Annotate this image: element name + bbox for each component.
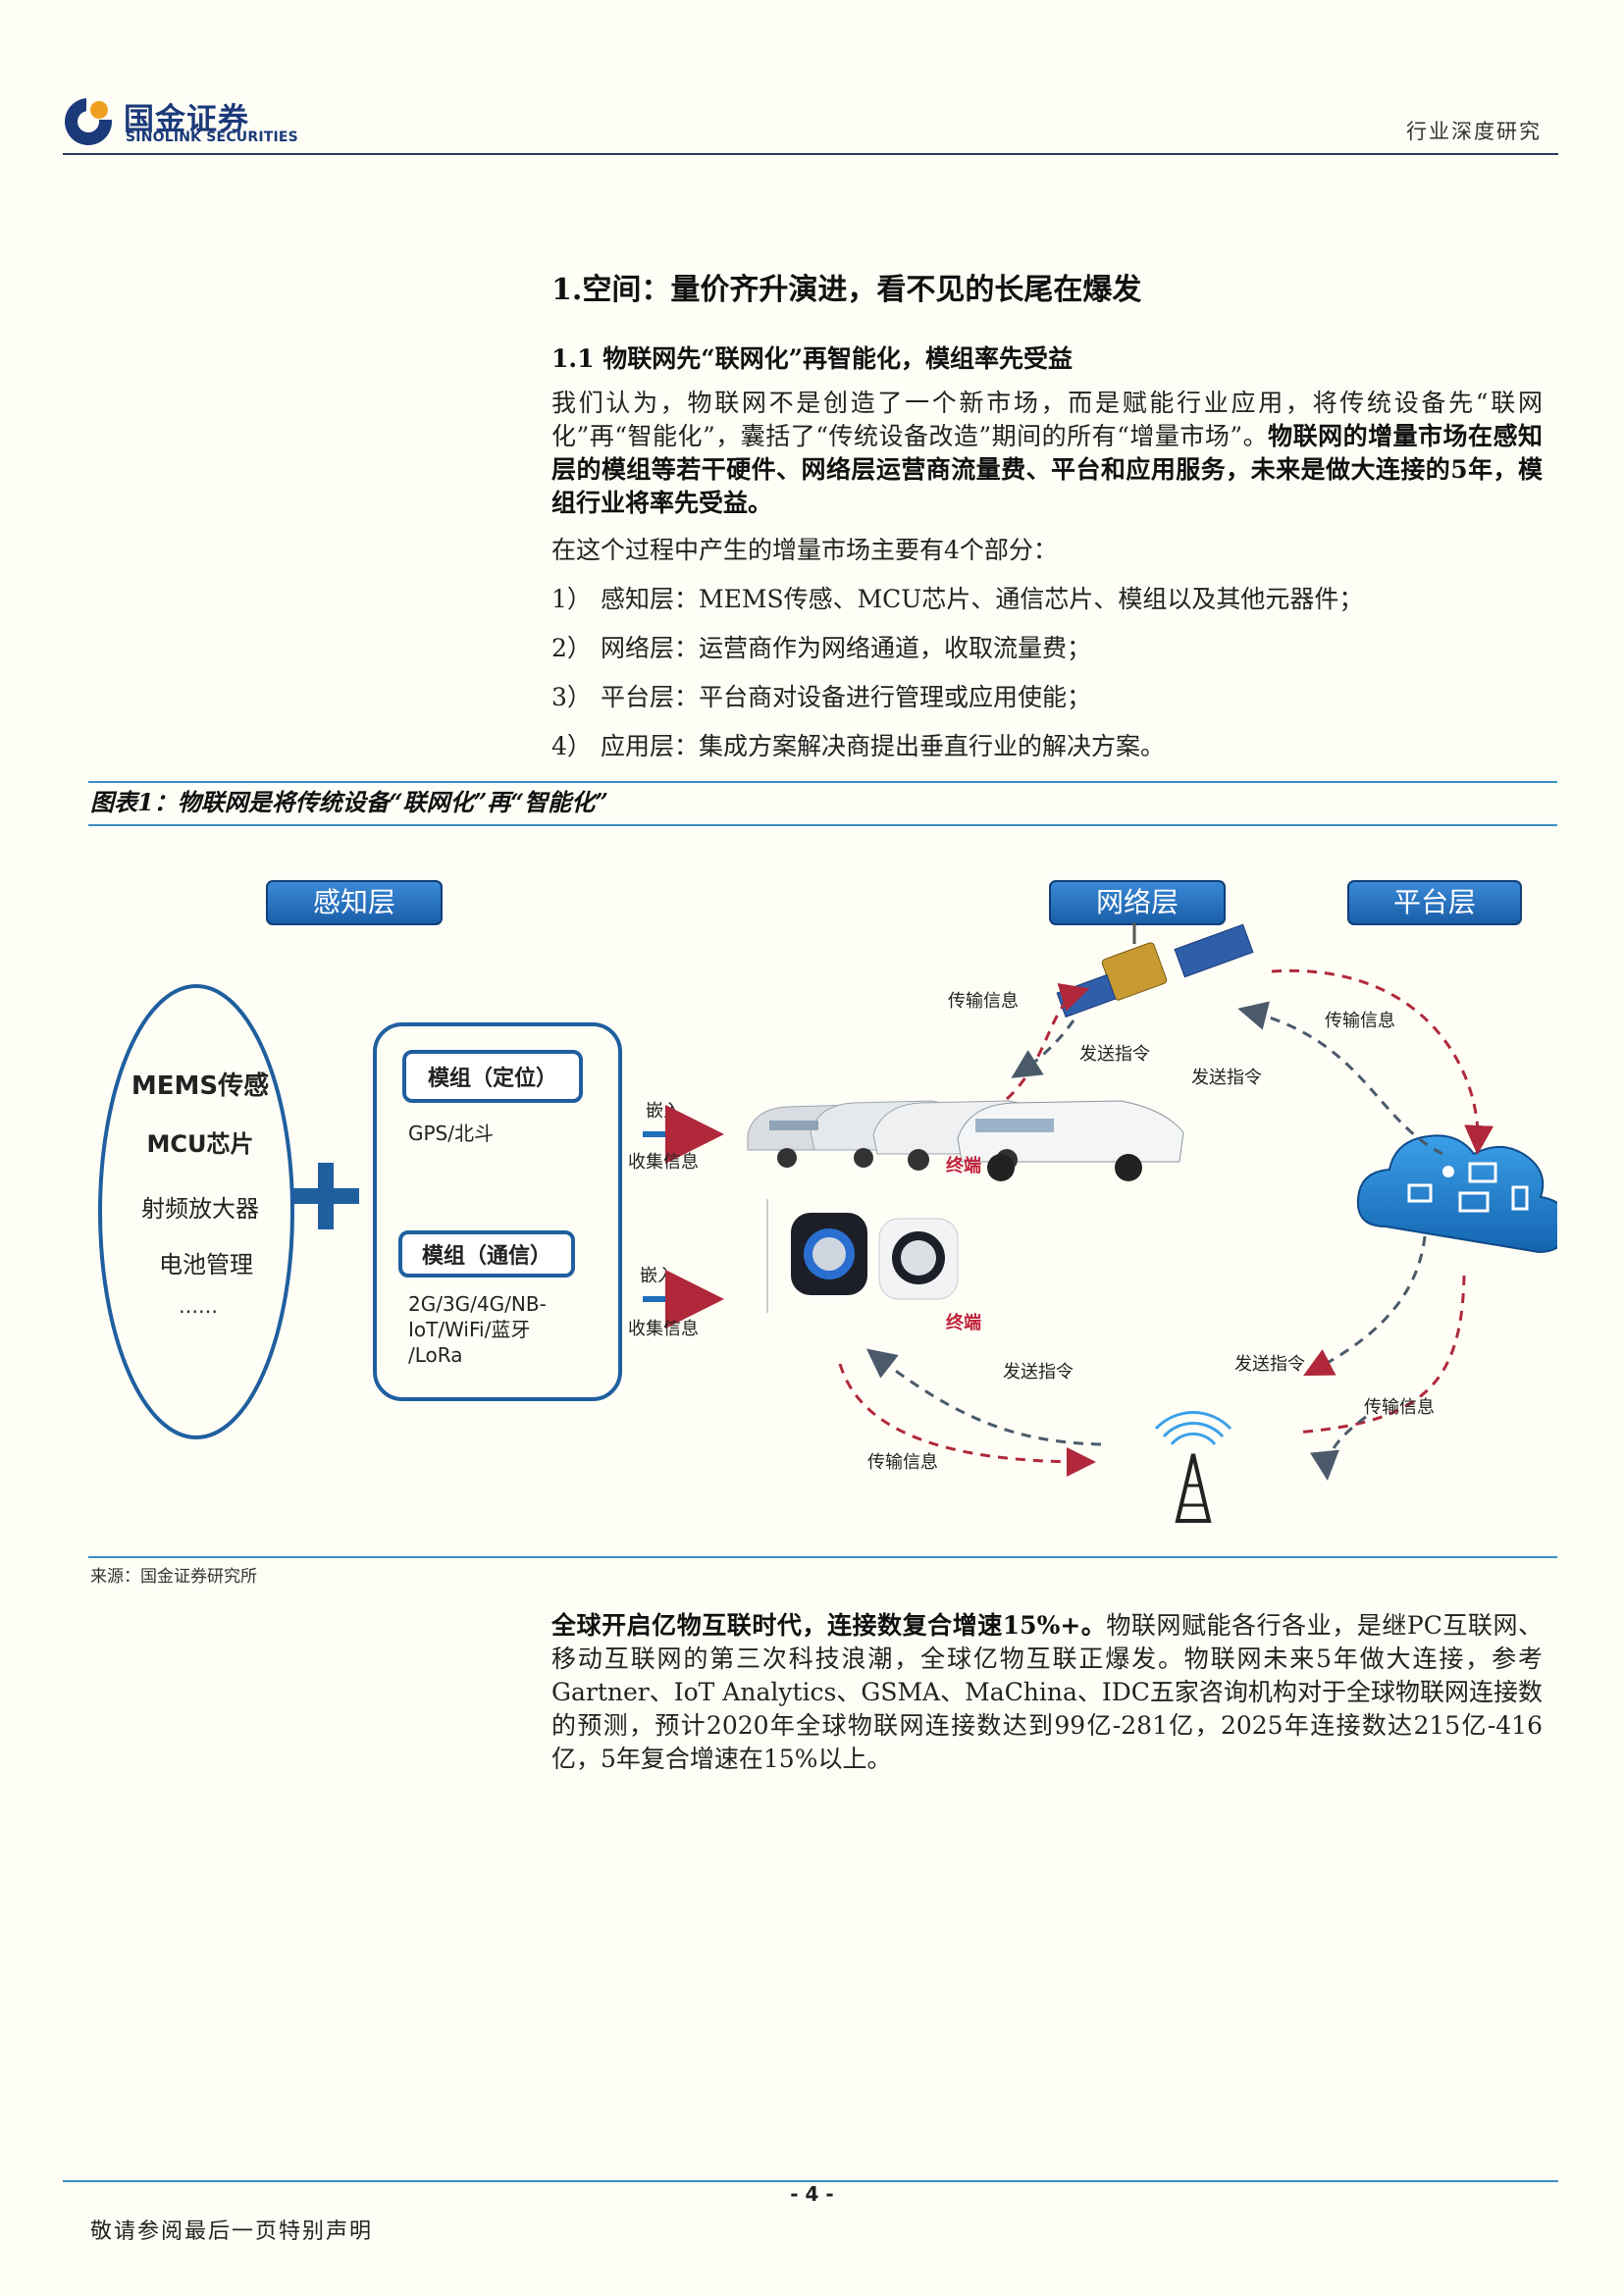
intro-paragraph: 我们认为，物联网不是创造了一个新市场，而是赋能行业应用，将传统设备先“联网化”再… bbox=[551, 387, 1543, 520]
command-arrow-icon bbox=[865, 1348, 1102, 1446]
cloud-platform-icon bbox=[1356, 1134, 1557, 1254]
figure-bottom-rule bbox=[88, 1556, 1557, 1558]
list-intro: 在这个过程中产生的增量市场主要有4个部分： bbox=[551, 536, 1058, 564]
speakers-terminal-icon bbox=[766, 1199, 959, 1313]
terminal-label: 终端 bbox=[946, 1312, 981, 1333]
report-type: 行业深度研究 bbox=[1406, 120, 1542, 143]
module-comm-box: 模组（通信） bbox=[398, 1230, 575, 1278]
subsection-heading: 1.1 物联网先“联网化”再智能化，模组率先受益 bbox=[551, 344, 1073, 373]
collect-label: 收集信息 bbox=[628, 1319, 699, 1339]
section-heading: 1.空间：量价齐升演进，看不见的长尾在爆发 bbox=[551, 273, 1142, 307]
command-arrow-icon bbox=[1237, 1001, 1443, 1156]
logo-chinese: 国金证券 bbox=[124, 102, 249, 137]
component-rf-amplifier: 射频放大器 bbox=[141, 1195, 259, 1223]
cell-tower-icon bbox=[1154, 1411, 1232, 1523]
transmit-label: 传输信息 bbox=[1325, 1011, 1395, 1031]
transmit-arrow-icon bbox=[1294, 1275, 1466, 1435]
embed-label: 嵌入 bbox=[640, 1266, 675, 1286]
transmit-arrow-icon bbox=[1271, 968, 1494, 1155]
cars-terminal-icon bbox=[747, 1100, 1184, 1181]
iot-diagram: 感知层 网络层 平台层 MEMS传感 MCU芯片 射频放大器 电池管理 …… 模… bbox=[98, 880, 1557, 1523]
transmit-arrow-icon bbox=[1005, 982, 1090, 1101]
intro-text: 我们认为，物联网不是创造了一个新市场，而是赋能行业应用，将传统设备先“联网化”再… bbox=[551, 389, 1543, 450]
transmit-label: 传输信息 bbox=[1364, 1397, 1435, 1418]
component-ellipsis: …… bbox=[179, 1294, 218, 1318]
list-item: 2）网络层：运营商作为网络通道，收取流量费； bbox=[551, 634, 1092, 662]
terminal-label: 终端 bbox=[946, 1155, 981, 1176]
svg-text:感知层: 感知层 bbox=[313, 886, 395, 918]
closing-paragraph: 全球开启亿物互联时代，连接数复合增速15%+。物联网赋能各行各业，是继PC互联网… bbox=[551, 1609, 1543, 1776]
figure-source: 来源：国金证券研究所 bbox=[90, 1567, 257, 1587]
closing-bold: 全球开启亿物互联时代，连接数复合增速15%+。 bbox=[551, 1611, 1107, 1640]
list-item: 3）平台层：平台商对设备进行管理或应用使能； bbox=[551, 683, 1092, 711]
transmit-label: 传输信息 bbox=[948, 991, 1019, 1012]
command-arrow-icon bbox=[1310, 1415, 1367, 1481]
plus-icon bbox=[292, 1163, 359, 1229]
module-position-box: 模组（定位） bbox=[402, 1050, 583, 1103]
figure-top-rule bbox=[88, 781, 1557, 783]
disclaimer: 敬请参阅最后一页特别声明 bbox=[90, 2219, 374, 2244]
list-item: 4）应用层：集成方案解决商提出垂直行业的解决方案。 bbox=[551, 732, 1166, 760]
figure-title: 图表1：物联网是将传统设备“联网化”再“智能化” bbox=[90, 788, 608, 816]
collect-label: 收集信息 bbox=[628, 1152, 699, 1173]
embed-label: 嵌入 bbox=[646, 1101, 681, 1122]
transmit-arrow-icon bbox=[838, 1363, 1096, 1477]
increment-market-list: 1）感知层：MEMS传感、MCU芯片、通信芯片、模组以及其他元器件； 2）网络层… bbox=[551, 583, 1363, 779]
closing-text: 物联网赋能各行各业，是继PC互联网、移动互联网的第三次科技浪潮，全球亿物互联正爆… bbox=[551, 1611, 1543, 1773]
module-comm-line: 2G/3G/4G/NB- bbox=[408, 1292, 547, 1316]
intro-bold: 物联网的增量市场在感知层的模组等若干硬件、网络层运营商流量费、平台和应用服务，未… bbox=[551, 422, 1543, 517]
page-number: - 4 - bbox=[790, 2182, 834, 2206]
list-item: 1）感知层：MEMS传感、MCU芯片、通信芯片、模组以及其他元器件； bbox=[551, 585, 1364, 613]
component-battery: 电池管理 bbox=[159, 1251, 253, 1278]
module-container bbox=[373, 1022, 622, 1401]
command-label: 发送指令 bbox=[1003, 1362, 1074, 1383]
module-position-text: GPS/北斗 bbox=[408, 1122, 494, 1145]
command-arrow-icon bbox=[1303, 1235, 1427, 1377]
svg-text:平台层: 平台层 bbox=[1393, 886, 1476, 918]
layer-network: 网络层 bbox=[1049, 880, 1226, 925]
layer-perception: 感知层 bbox=[266, 880, 443, 925]
command-label: 发送指令 bbox=[1234, 1354, 1305, 1375]
svg-text:模组（通信）: 模组（通信） bbox=[422, 1243, 551, 1269]
svg-text:网络层: 网络层 bbox=[1096, 886, 1179, 918]
module-comm-line: /LoRa bbox=[408, 1343, 462, 1367]
module-comm-line: IoT/WiFi/蓝牙 bbox=[408, 1318, 530, 1341]
svg-text:模组（定位）: 模组（定位） bbox=[428, 1066, 557, 1091]
command-label: 发送指令 bbox=[1191, 1068, 1262, 1088]
sinolink-logo-icon bbox=[65, 98, 112, 145]
command-label: 发送指令 bbox=[1079, 1044, 1150, 1065]
footer-divider bbox=[63, 2180, 1558, 2182]
logo-english: SINOLINK SECURITIES bbox=[126, 130, 298, 145]
layer-platform: 平台层 bbox=[1347, 880, 1522, 925]
component-ellipse bbox=[98, 984, 294, 1439]
figure-title-rule bbox=[88, 824, 1557, 826]
component-mcu: MCU芯片 bbox=[147, 1130, 254, 1158]
satellite-icon bbox=[1056, 922, 1254, 1018]
component-mems: MEMS传感 bbox=[131, 1071, 269, 1101]
header-divider bbox=[63, 153, 1558, 155]
command-arrow-icon bbox=[1011, 1019, 1075, 1078]
transmit-label: 传输信息 bbox=[867, 1452, 938, 1473]
